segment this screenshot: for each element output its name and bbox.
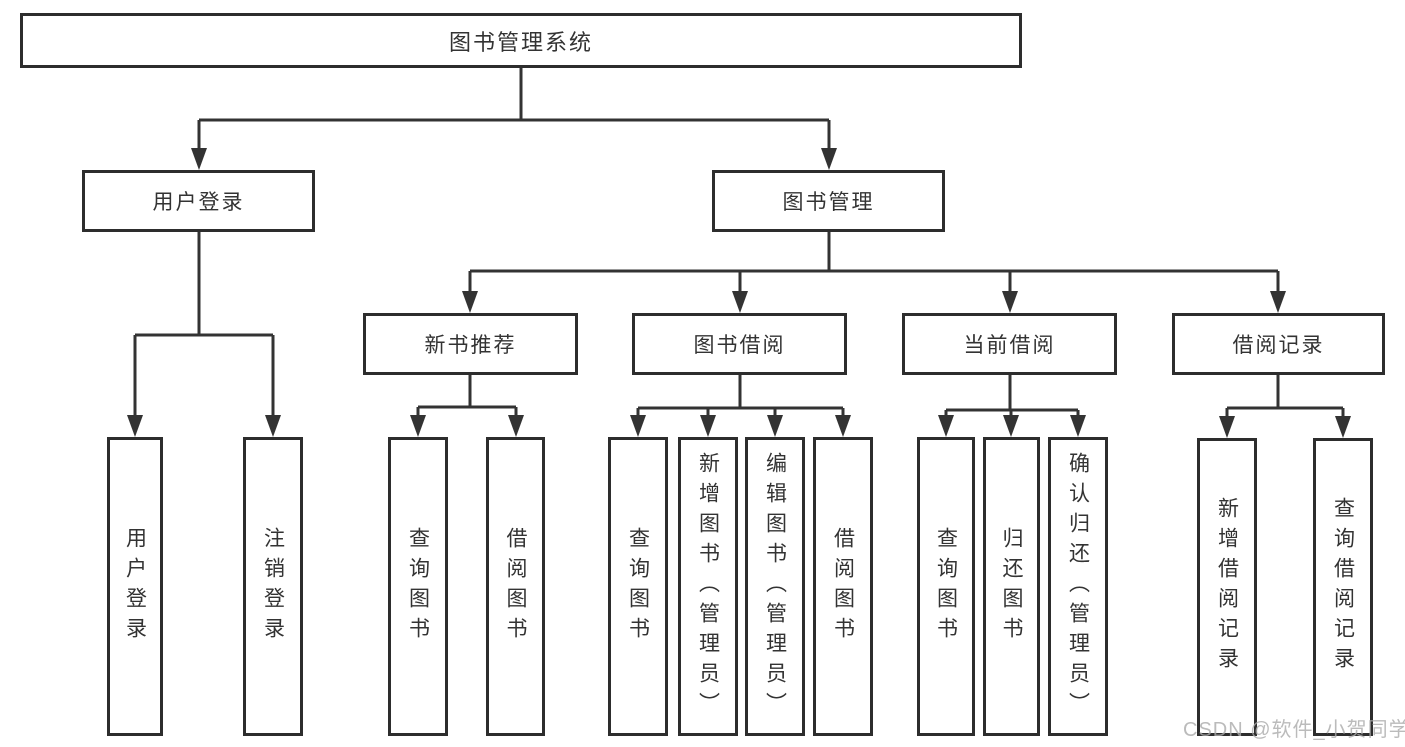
arrowhead-icon [410, 415, 426, 437]
node-book-management: 图书管理 [712, 170, 945, 232]
arrowhead-icon [938, 415, 954, 437]
arrowhead-icon [1003, 415, 1019, 437]
leaf-return-books: 归还图书 [983, 437, 1040, 736]
node-root: 图书管理系统 [20, 13, 1022, 68]
connector-book-borrowing-to-leaves [630, 375, 851, 437]
node-current-borrowing: 当前借阅 [902, 313, 1117, 375]
connector-user-login-to-leaves [127, 232, 281, 437]
arrowhead-icon [1002, 291, 1018, 313]
arrowhead-icon [835, 415, 851, 437]
leaf-confirm-return-admin-label: 确认归还（管理员） [1066, 451, 1090, 722]
leaf-confirm-return-admin: 确认归还（管理员） [1048, 437, 1108, 736]
leaf-return-books-label: 归还图书 [1000, 526, 1024, 647]
watermark: CSDN @软件_小贺同学 [1183, 719, 1405, 741]
leaf-add-books-admin-label: 新增图书（管理员） [696, 451, 720, 722]
arrowhead-icon [1070, 415, 1086, 437]
leaf-user-login-label: 用户登录 [123, 526, 147, 647]
connector-current-borrowing-to-leaves [938, 375, 1086, 437]
leaf-query-books-recommend-label: 查询图书 [406, 526, 430, 647]
leaf-borrow-books-label: 借阅图书 [831, 526, 855, 647]
node-borrowing-records: 借阅记录 [1172, 313, 1385, 375]
leaf-add-borrow-record: 新增借阅记录 [1197, 438, 1257, 736]
arrowhead-icon [127, 415, 143, 437]
arrowhead-icon [630, 415, 646, 437]
leaf-query-books-current: 查询图书 [917, 437, 975, 736]
leaf-edit-books-admin-label: 编辑图书（管理员） [763, 451, 787, 722]
node-user-login-label: 用户登录 [152, 191, 245, 214]
leaf-query-books-recommend: 查询图书 [388, 437, 448, 736]
arrowhead-icon [191, 148, 207, 170]
node-book-management-label: 图书管理 [782, 191, 875, 214]
node-current-borrowing-label: 当前借阅 [963, 334, 1056, 357]
arrowhead-icon [1335, 416, 1351, 438]
arrowhead-icon [821, 148, 837, 170]
arrowhead-icon [462, 291, 478, 313]
arrowhead-icon [1270, 291, 1286, 313]
arrowhead-icon [767, 415, 783, 437]
connector-borrowing-records-to-leaves [1219, 375, 1351, 438]
arrowhead-icon [732, 291, 748, 313]
leaf-borrow-books-recommend-label: 借阅图书 [504, 526, 528, 647]
connector-new-book-recommend-to-leaves [410, 375, 524, 437]
leaf-query-borrow-record-label: 查询借阅记录 [1331, 497, 1355, 677]
leaf-logout: 注销登录 [243, 437, 303, 736]
connector-root-to-level2 [191, 68, 837, 170]
node-root-label: 图书管理系统 [448, 29, 593, 55]
leaf-borrow-books-recommend: 借阅图书 [486, 437, 545, 736]
arrowhead-icon [265, 415, 281, 437]
arrowhead-icon [700, 415, 716, 437]
leaf-user-login: 用户登录 [107, 437, 163, 736]
node-new-book-recommend-label: 新书推荐 [424, 334, 517, 357]
leaf-query-borrow-record: 查询借阅记录 [1313, 438, 1373, 736]
node-book-borrowing: 图书借阅 [632, 313, 847, 375]
node-borrowing-records-label: 借阅记录 [1232, 334, 1325, 357]
node-user-login: 用户登录 [82, 170, 315, 232]
leaf-query-books-current-label: 查询图书 [934, 526, 958, 647]
arrowhead-icon [508, 415, 524, 437]
node-book-borrowing-label: 图书借阅 [693, 334, 786, 357]
leaf-query-books-borrowing-label: 查询图书 [626, 526, 650, 647]
arrowhead-icon [1219, 416, 1235, 438]
node-new-book-recommend: 新书推荐 [363, 313, 578, 375]
leaf-edit-books-admin: 编辑图书（管理员） [745, 437, 805, 736]
connector-book-management-to-level3 [462, 232, 1286, 313]
leaf-add-borrow-record-label: 新增借阅记录 [1215, 497, 1239, 677]
leaf-query-books-borrowing: 查询图书 [608, 437, 668, 736]
leaf-logout-label: 注销登录 [261, 526, 285, 647]
leaf-borrow-books: 借阅图书 [813, 437, 873, 736]
leaf-add-books-admin: 新增图书（管理员） [678, 437, 738, 736]
